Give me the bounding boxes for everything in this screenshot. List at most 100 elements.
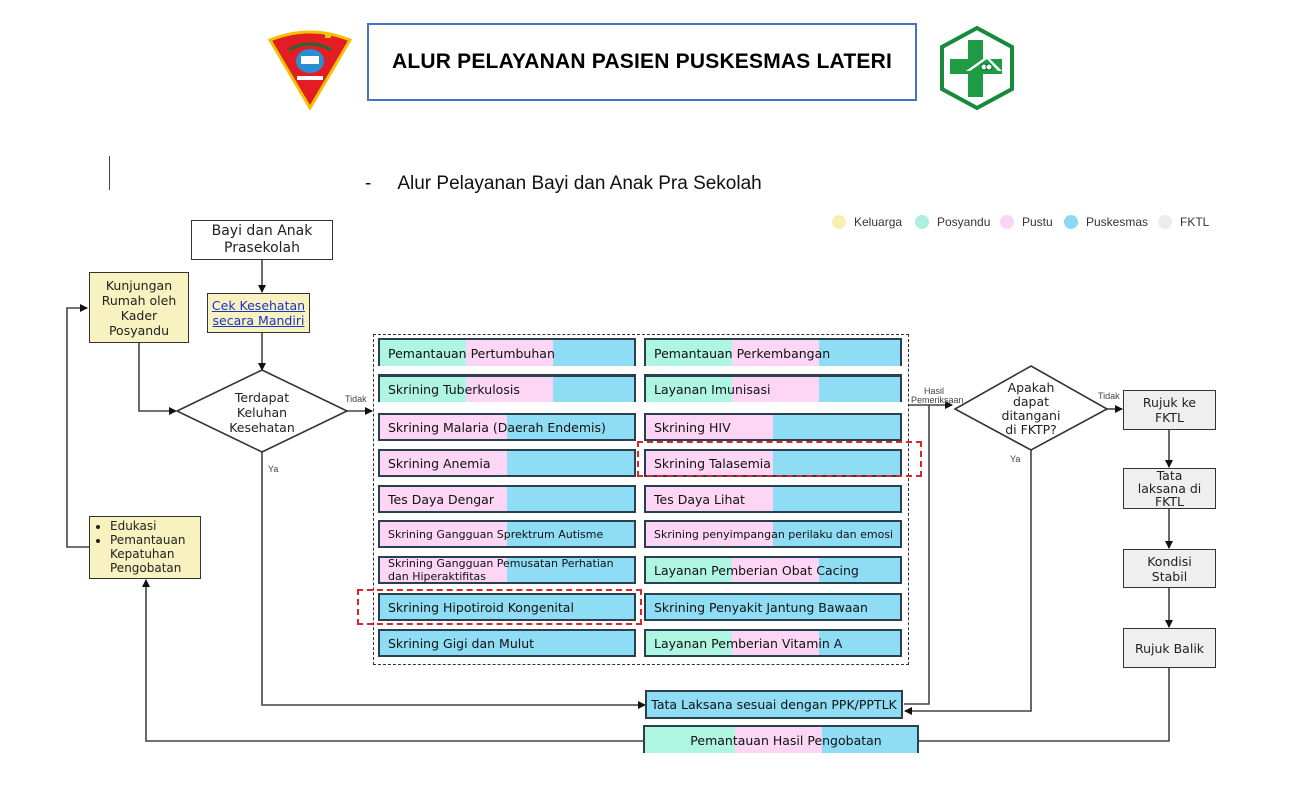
segment-pustu [380, 522, 507, 546]
segment-puskesmas [552, 340, 634, 366]
cek-kesehatan-node[interactable]: Cek Kesehatan secara Mandiri [207, 293, 310, 333]
highlight-hipotiroid [357, 589, 642, 625]
service-label: Skrining Hipotiroid Kongenital [388, 599, 574, 615]
cek-kesehatan-link[interactable]: Cek Kesehatan secara Mandiri [211, 298, 306, 328]
services-group [373, 334, 909, 665]
section-subtitle: -Alur Pelayanan Bayi dan Anak Pra Sekola… [365, 173, 762, 195]
segment-pustu [646, 451, 773, 475]
service-label: Skrining HIV [654, 419, 731, 435]
service-label: Skrining Tuberkulosis [388, 382, 520, 397]
legend-item-pustu: Pustu [1000, 213, 1053, 231]
service-item: Tes Daya Dengar [378, 485, 636, 513]
service-item: Skrining Anemia [378, 449, 636, 477]
service-label: Pemantauan Pertumbuhan [388, 345, 555, 361]
service-label: Skrining Gangguan Pemusatan Perhatian da… [388, 557, 614, 583]
service-label: Pemantauan Perkembangan [654, 345, 831, 361]
legend-label: Keluarga [854, 215, 903, 229]
segment-posyandu [646, 558, 733, 582]
segment-pustu [646, 522, 773, 546]
segment-puskesmas [507, 415, 634, 439]
legend-item-puskesmas: Puskesmas [1064, 213, 1148, 231]
segment-puskesmas [773, 522, 900, 546]
page-title: ALUR PELAYANAN PASIEN PUSKESMAS LATERI [391, 50, 892, 73]
edge-label-tidak-2: Tidak [1098, 391, 1120, 401]
edge-label-hasil: Hasil Pemeriksaan [911, 386, 964, 405]
segment-posyandu [380, 377, 467, 402]
service-label: Tes Daya Dengar [388, 491, 494, 507]
legend-dot-keluarga [832, 215, 846, 229]
legend-dot-puskesmas [1064, 215, 1078, 229]
legend-item-keluarga: Keluarga [832, 213, 902, 231]
service-label: Skrining Penyakit Jantung Bawaan [654, 599, 868, 615]
edge-label-ya-2: Ya [1010, 454, 1021, 464]
segment-posyandu [646, 377, 733, 402]
legend-label: Posyandu [937, 215, 991, 229]
service-item: Skrining Malaria (Daerah Endemis) [378, 413, 636, 441]
segment-pustu [380, 451, 507, 475]
decision-diamond-fktp [953, 365, 1109, 451]
pemantauan-hasil-node: Pemantauan Hasil Pengobatan [643, 725, 919, 753]
edukasi-node: Edukasi Pemantauan Kepatuhan Pengobatan [89, 516, 201, 579]
segment-pustu [466, 377, 553, 402]
segment-pustu [380, 487, 507, 511]
kunjungan-rumah-node: Kunjungan Rumah oleh Kader Posyandu [89, 272, 189, 343]
decision1-label: Terdapat Keluhan Kesehatan [212, 390, 312, 435]
tata-laksana-fktl-node: Tata laksana di FKTL [1123, 468, 1216, 509]
segment-posyandu [646, 631, 733, 655]
service-label: Skrining penyimpangan perilaku dan emosi [654, 527, 894, 541]
legend-label: Puskesmas [1086, 215, 1149, 229]
title-box: ALUR PELAYANAN PASIEN PUSKESMAS LATERI [367, 23, 917, 101]
service-item: Tes Daya Lihat [644, 485, 902, 513]
service-label: Skrining Malaria (Daerah Endemis) [388, 419, 606, 435]
segment-puskesmas [773, 415, 900, 439]
segment-pustu [732, 377, 819, 402]
segment-puskesmas [773, 451, 900, 475]
service-item: Skrining Gangguan Sprektrum Autisme [378, 520, 636, 548]
service-item: Pemantauan Pertumbuhan [378, 338, 636, 366]
segment-posyandu [645, 727, 735, 753]
segment-pustu [646, 487, 773, 511]
segment-pustu [732, 340, 819, 366]
legend-label: Pustu [1022, 215, 1053, 229]
puskesmas-logo [938, 25, 1016, 111]
rujuk-balik-node: Rujuk Balik [1123, 628, 1216, 668]
service-item: Layanan Pemberian Vitamin A [644, 629, 902, 657]
edukasi-item: Pemantauan Kepatuhan Pengobatan [110, 533, 196, 575]
kondisi-stabil-label: Kondisi Stabil [1147, 553, 1192, 584]
legend-dot-fktl [1158, 215, 1172, 229]
service-item: Skrining penyimpangan perilaku dan emosi [644, 520, 902, 548]
edukasi-item: Edukasi [110, 519, 196, 533]
kunjungan-label: Kunjungan Rumah oleh Kader Posyandu [101, 277, 177, 338]
rujuk-balik-label: Rujuk Balik [1134, 640, 1205, 656]
legend-dot-pustu [1000, 215, 1014, 229]
decision2-text: Apakah dapat ditangani di FKTP? [1001, 380, 1061, 437]
edge-label-tidak: Tidak [345, 394, 367, 404]
segment-puskesmas [821, 727, 917, 753]
tata-laksana-fktl-label: Tata laksana di FKTL [1137, 468, 1202, 509]
legend-label: FKTL [1180, 215, 1210, 229]
segment-pustu [380, 415, 507, 439]
pemantauan-hasil-label: Pemantauan Hasil Pengobatan [690, 732, 882, 748]
segment-puskesmas [818, 631, 900, 655]
segment-puskesmas [818, 340, 900, 366]
rujuk-fktl-label: Rujuk ke FKTL [1142, 395, 1197, 425]
segment-pustu [734, 727, 822, 753]
segment-puskesmas [507, 522, 634, 546]
decision1-text: Terdapat Keluhan Kesehatan [229, 390, 295, 435]
service-item: Layanan Pemberian Obat Cacing [644, 556, 902, 584]
segment-puskesmas [380, 595, 634, 619]
decision2-label: Apakah dapat ditangani di FKTP? [996, 381, 1066, 437]
service-item: Skrining Hipotiroid Kongenital [378, 593, 636, 621]
service-label: Tes Daya Lihat [654, 491, 745, 507]
start-node-label: Bayi dan Anak Prasekolah [211, 223, 313, 256]
segment-puskesmas [646, 595, 900, 619]
service-label: Skrining Talasemia [654, 455, 771, 471]
legend-dot-posyandu [915, 215, 929, 229]
segment-puskesmas [380, 631, 634, 655]
highlight-talasemia [637, 441, 922, 477]
service-item: Skrining HIV [644, 413, 902, 441]
tata-laksana-ppk-label: Tata Laksana sesuai dengan PPK/PPTLK [651, 697, 897, 712]
divider-line [109, 156, 110, 190]
segment-puskesmas [818, 558, 900, 582]
